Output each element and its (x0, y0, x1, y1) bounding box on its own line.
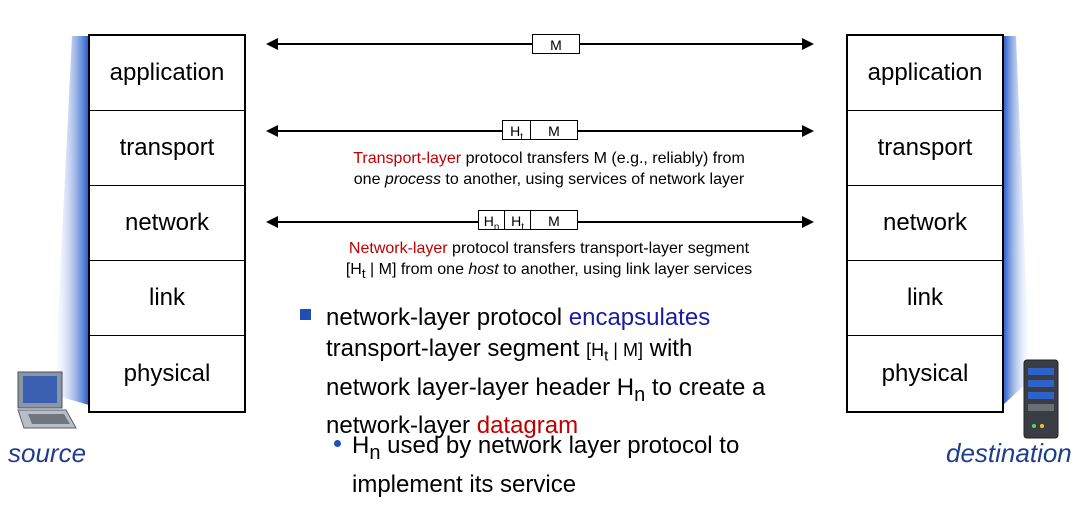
dest-layer-transport: transport (848, 111, 1002, 186)
dest-layer-link: link (848, 261, 1002, 336)
dest-layer-application: application (848, 36, 1002, 111)
m-field: M (548, 213, 560, 229)
source-stack: application transport network link physi… (88, 34, 246, 413)
main-bullet-text: network-layer protocol encapsulates tran… (326, 304, 766, 440)
bullet-marker (300, 309, 311, 320)
source-layer-network: network (90, 186, 244, 261)
ht-field: Ht (505, 211, 531, 233)
sub-bullet-text: Hn used by network layer protocol to imp… (352, 432, 740, 498)
network-description: Network-layer protocol transfers transpo… (345, 240, 753, 282)
source-layer-physical: physical (123, 359, 211, 387)
network-packet: Hn Ht M (478, 210, 578, 233)
destination-stack: application transport network link physi… (846, 34, 1004, 413)
source-layer-transport: transport (90, 111, 244, 186)
m-field: M (548, 123, 560, 139)
source-label: source (8, 438, 87, 468)
dest-layer-network: network (848, 186, 1002, 261)
app-packet: M (532, 34, 580, 54)
m-field: M (550, 37, 562, 53)
transport-description: Transport-layer protocol transfers M (e.… (353, 150, 745, 188)
source-layer-application: application (90, 36, 244, 111)
transport-packet: Ht M (502, 120, 578, 143)
source-layer-link: link (90, 261, 244, 336)
laptop-icon (17, 371, 77, 429)
dest-layer-physical: physical (881, 359, 969, 387)
server-icon (1023, 359, 1059, 439)
sub-bullet-marker (334, 440, 341, 447)
destination-label: destination (946, 438, 1072, 468)
ht-field: Ht (503, 121, 531, 143)
hn-field: Hn (479, 211, 505, 233)
